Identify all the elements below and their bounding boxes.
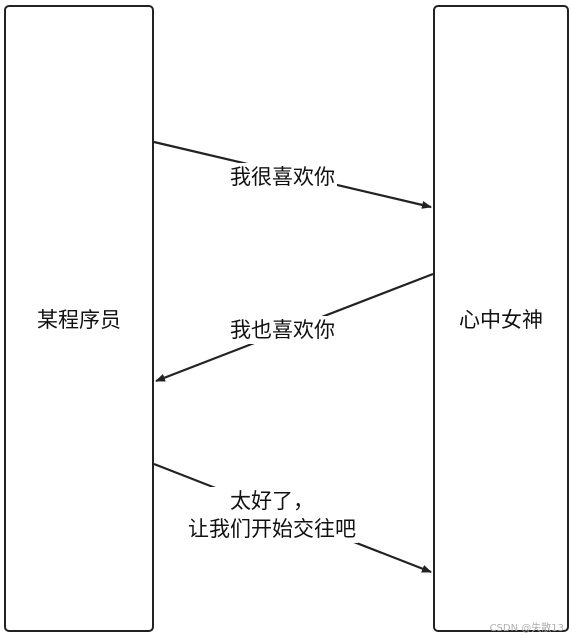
message-text-line-2: 让我们开始交往吧: [188, 517, 356, 541]
message-label-2: 我也喜欢你: [228, 316, 337, 344]
participant-goddess: 心中女神: [433, 5, 569, 632]
message-text: 我也喜欢你: [230, 318, 335, 342]
message-text: 我很喜欢你: [230, 165, 335, 189]
message-label-3: 太好了， 让我们开始交往吧: [186, 487, 358, 543]
participant-programmer: 某程序员: [4, 5, 154, 632]
participant-label: 某程序员: [37, 307, 121, 332]
message-text-line-1: 太好了，: [230, 489, 314, 513]
message-label-1: 我很喜欢你: [228, 163, 337, 191]
watermark: CSDN @失散13: [489, 623, 564, 634]
participant-label: 心中女神: [459, 307, 543, 332]
